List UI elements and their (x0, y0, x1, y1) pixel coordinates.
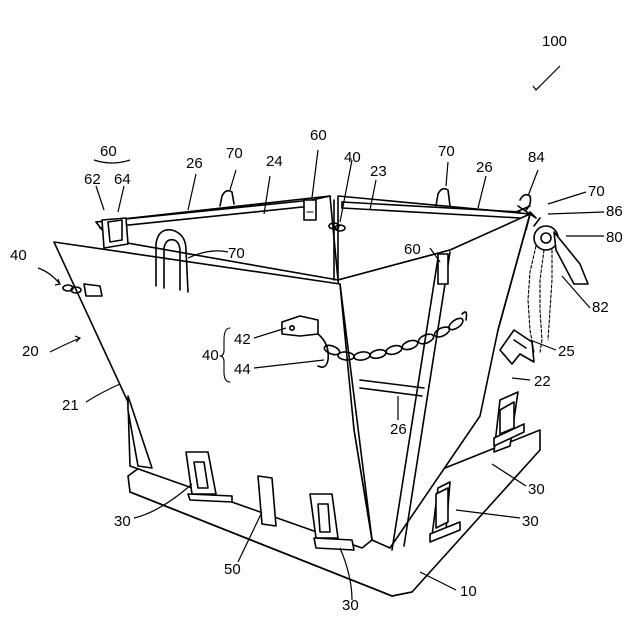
bracket-25 (500, 330, 534, 364)
ref-60-side: 60 (404, 241, 421, 258)
ref-21: 21 (62, 397, 79, 414)
ref-80: 80 (606, 229, 623, 246)
ref-30-r2: 30 (522, 513, 539, 530)
ref-60-mid: 60 (310, 127, 327, 144)
ref-100: 100 (542, 33, 567, 50)
ref-44: 44 (234, 361, 251, 378)
hook-clip-60-side (438, 254, 448, 284)
ref-26-bottom: 26 (390, 421, 407, 438)
ref-26-left: 26 (186, 155, 203, 172)
ref-10: 10 (460, 583, 477, 600)
ref-20: 20 (22, 343, 39, 360)
ref-42: 42 (234, 331, 251, 348)
ref-70-handle: 70 (228, 245, 245, 262)
ref-70-tr: 70 (438, 143, 455, 160)
ref-60-top: 60 (100, 143, 117, 160)
ref-70-right: 70 (588, 183, 605, 200)
ref-30-bottom: 30 (342, 597, 359, 614)
ref-82: 82 (592, 299, 609, 316)
ref-64: 64 (114, 171, 131, 188)
ref-84: 84 (528, 149, 545, 166)
ref-40-top: 40 (344, 149, 361, 166)
ref-23: 23 (370, 163, 387, 180)
ref-40-chain: 40 (202, 347, 219, 364)
ref-50: 50 (224, 561, 241, 578)
hoist-chain-82 (528, 246, 552, 352)
hook-clip-60-left (102, 218, 128, 248)
ref-24: 24 (266, 153, 283, 170)
ref-70-tl: 70 (226, 145, 243, 162)
lug-70-right (436, 189, 450, 206)
ref-86: 86 (606, 203, 623, 220)
hook-clip-60-mid (304, 200, 316, 220)
hoist-body-80 (534, 218, 588, 284)
ref-26-right: 26 (476, 159, 493, 176)
ref-30-r1: 30 (528, 481, 545, 498)
ref-40-left: 40 (10, 247, 27, 264)
lug-70-left (220, 191, 234, 206)
ref-22: 22 (534, 373, 551, 390)
ref-25: 25 (558, 343, 575, 360)
ref-62: 62 (84, 171, 101, 188)
ref-30-left: 30 (114, 513, 131, 530)
